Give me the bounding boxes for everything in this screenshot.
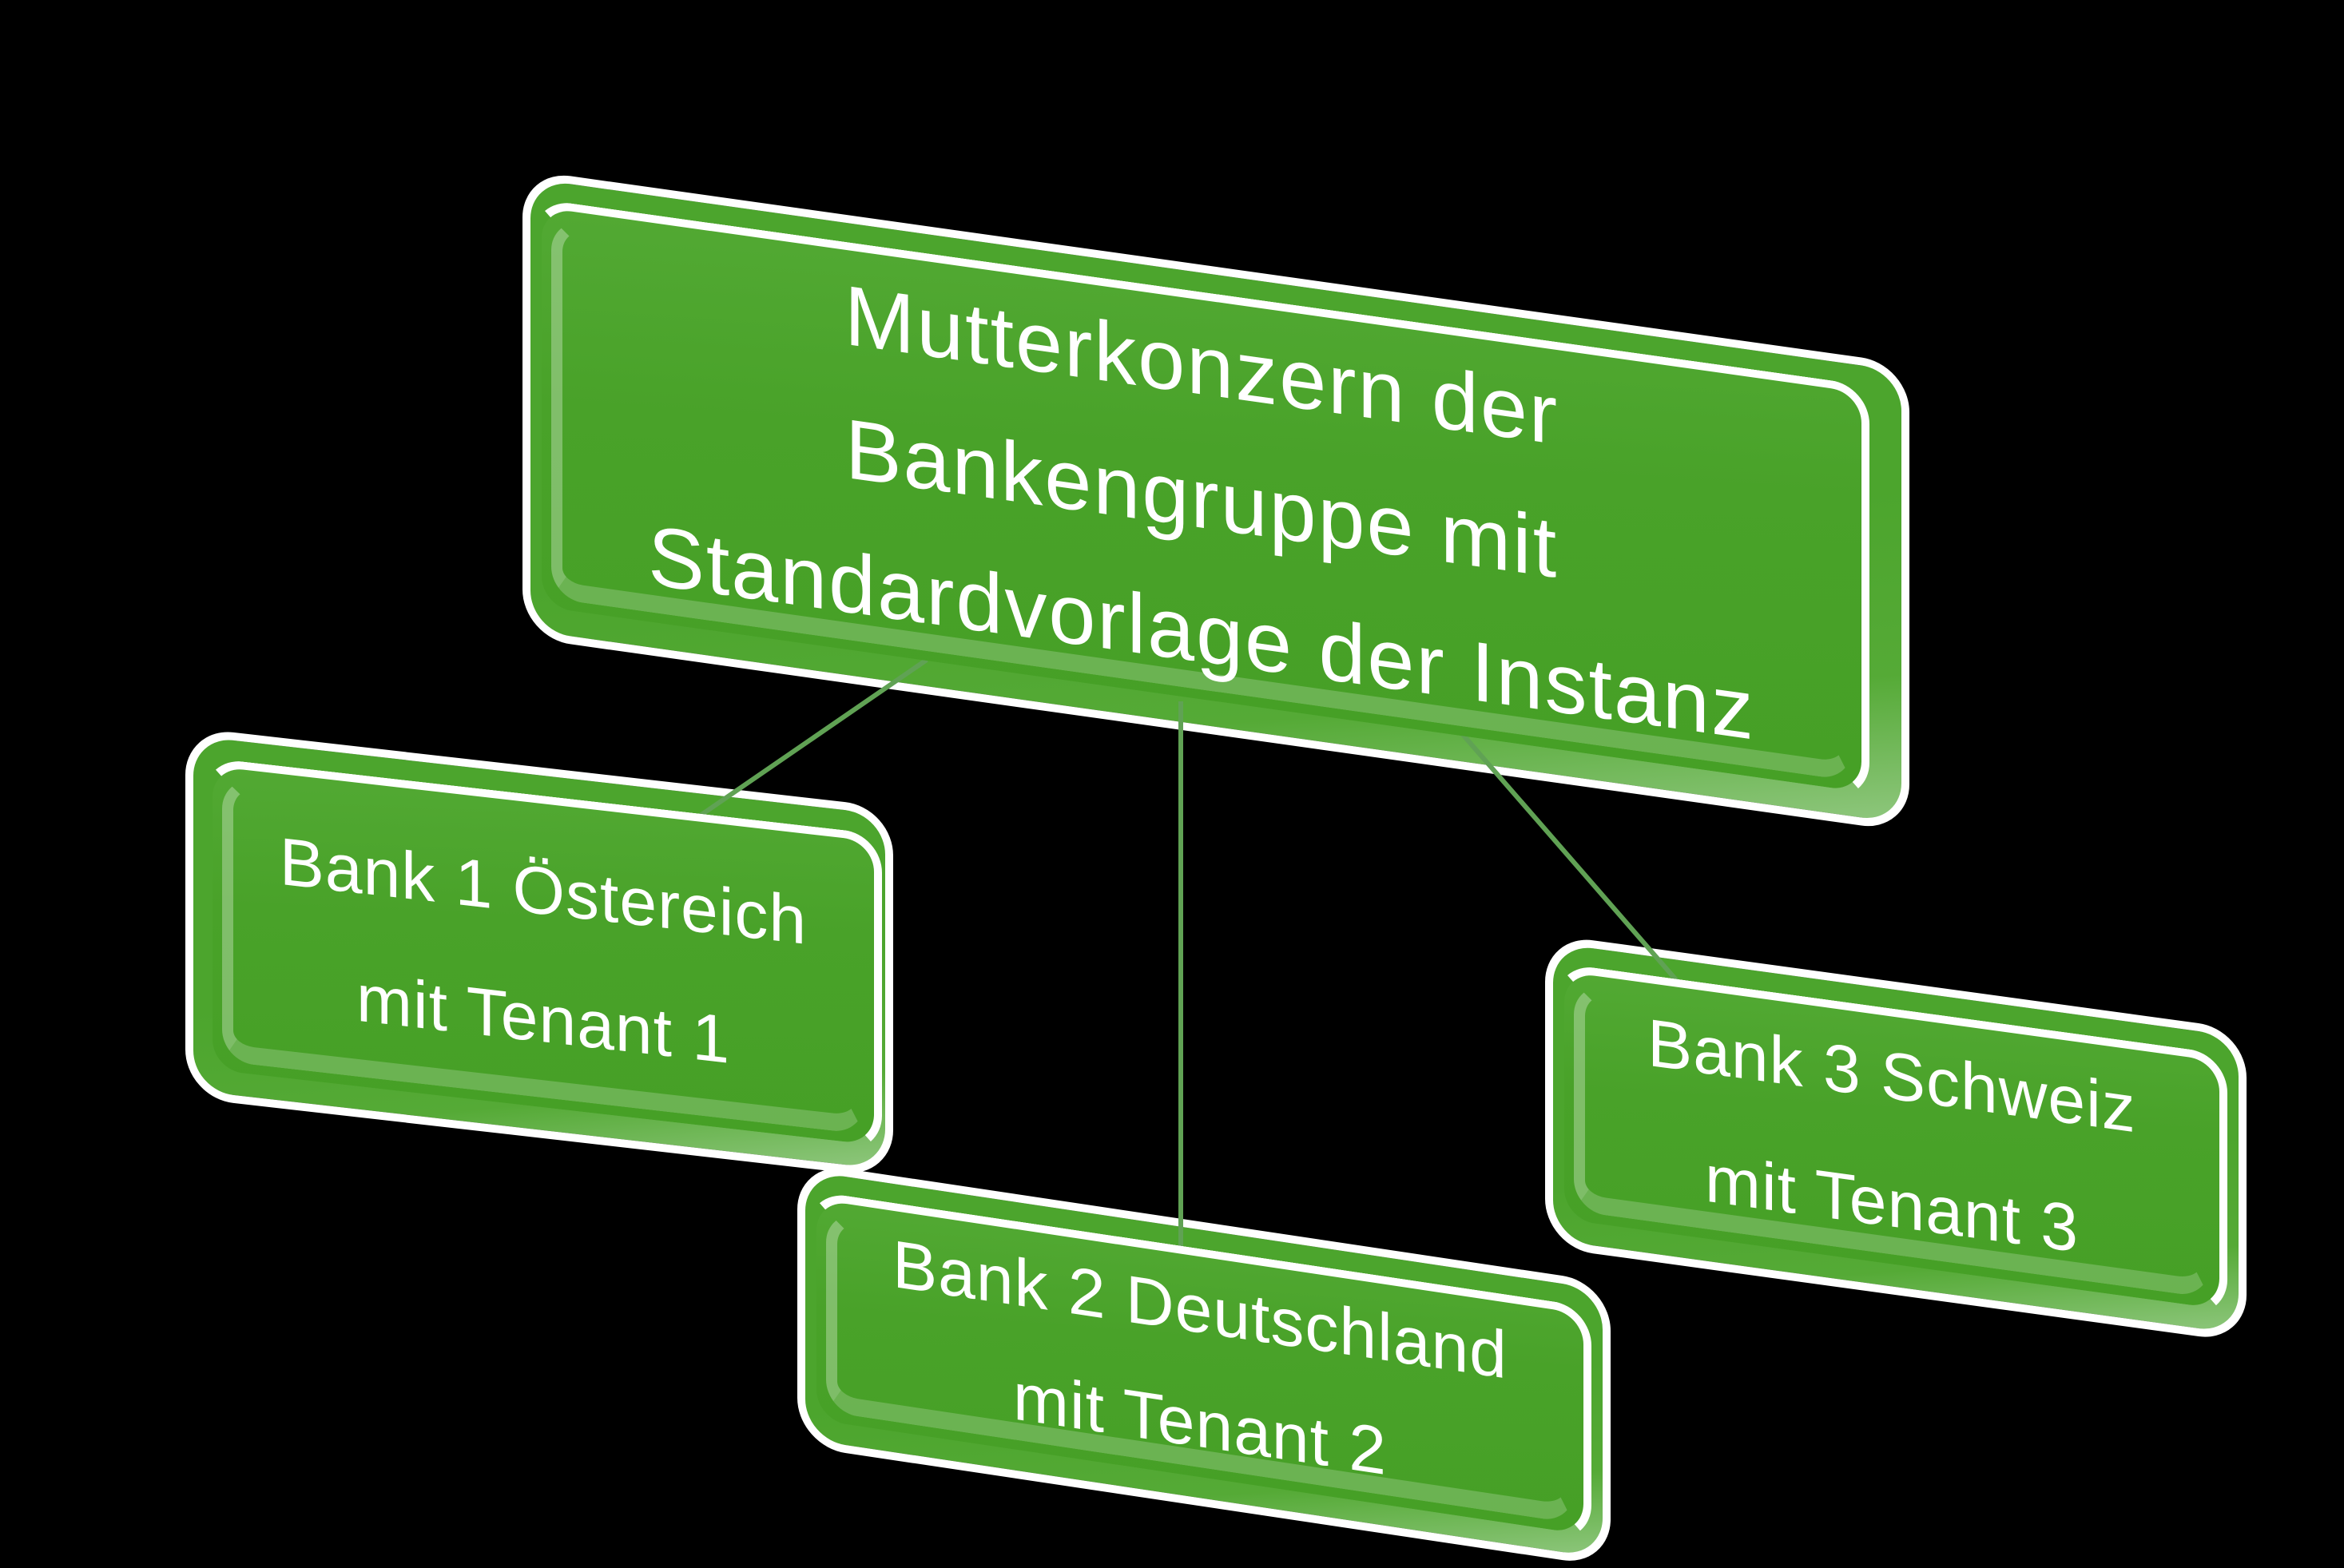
connector-parent-bank1 xyxy=(674,657,928,835)
connector-parent-bank3 xyxy=(1436,705,1696,1002)
